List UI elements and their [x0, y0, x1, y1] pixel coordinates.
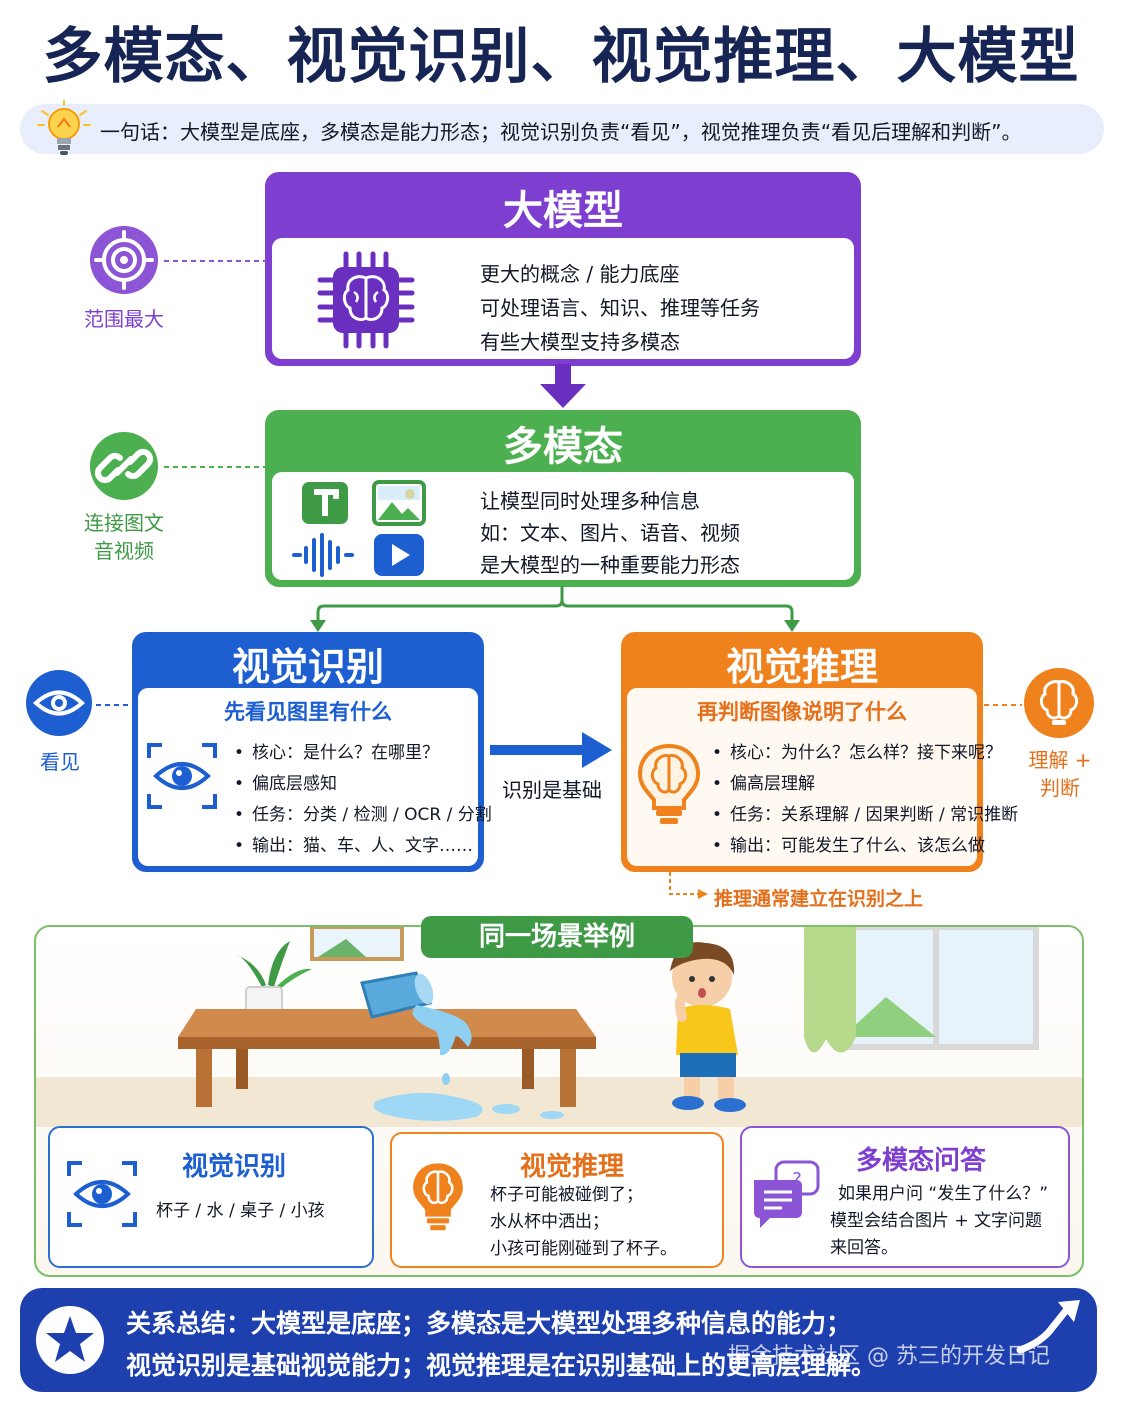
text-icon [302, 482, 348, 524]
video-play-icon [374, 534, 424, 576]
reasoning-bullet: 核心：为什么？怎么样？接下来呢？ [712, 738, 1002, 763]
recognition-subtitle: 先看见图里有什么 [224, 700, 392, 724]
reasoning-bullet: 偏高层理解 [712, 769, 815, 794]
down-arrow-icon [540, 364, 586, 408]
summary-panel [20, 1288, 1097, 1392]
dashed-connector [164, 466, 266, 468]
reasoning-note: 推理通常建立在识别之上 [714, 888, 924, 910]
recognition-bullet: 核心：是什么？在哪里？ [234, 738, 439, 763]
multimodal-title: 多模态 [503, 424, 623, 470]
dashed-connector [96, 704, 132, 706]
scene-illustration [36, 927, 1082, 1127]
multimodal-side-label-1: 连接图文 [84, 511, 164, 535]
dashed-note-arrow [669, 872, 708, 899]
llm-title: 大模型 [503, 188, 623, 234]
recognition-side-label: 看见 [40, 750, 80, 774]
llm-line: 可处理语言、知识、推理等任务 [480, 296, 760, 320]
image-icon [372, 480, 426, 526]
scene-card-title: 视觉推理 [520, 1152, 625, 1182]
arrow-label: 识别是基础 [502, 778, 602, 802]
link-icon [90, 432, 158, 500]
summary-banner [20, 104, 1104, 154]
multimodal-content [272, 472, 854, 580]
watermark: 掘金技术社区 @ 苏三的开发日记 [728, 1344, 1050, 1369]
brain-bulb-icon [637, 743, 701, 824]
eye-scan-icon [147, 743, 217, 809]
dashed-connector [164, 260, 266, 262]
brain-bulb-icon [413, 1163, 463, 1231]
recognition-bullet: 任务：分类 / 检测 / OCR / 分割 [234, 800, 492, 825]
eye-icon [26, 670, 92, 736]
lightbulb-icon [37, 100, 91, 155]
chat-bubble-icon: ? [754, 1160, 820, 1228]
scene-card-text: 杯子可能被碰倒了； [490, 1185, 643, 1205]
dashed-connector [984, 704, 1022, 706]
reasoning-bullet: 任务：关系理解 / 因果判断 / 常识推断 [712, 800, 1018, 825]
target-icon [90, 226, 158, 294]
recognition-bullet: 输出：猫、车、人、文字…… [234, 831, 473, 856]
scene-card-text: 杯子 / 水 / 桌子 / 小孩 [156, 1201, 325, 1221]
scene-card-title: 视觉识别 [182, 1152, 287, 1182]
reasoning-title: 视觉推理 [725, 645, 878, 689]
multimodal-line: 让模型同时处理多种信息 [480, 489, 700, 513]
brain-icon [1024, 668, 1094, 738]
scene-tag: 同一场景举例 [421, 916, 693, 958]
multimodal-line: 如：文本、图片、语音、视频 [480, 521, 740, 545]
brain-chip-icon [317, 251, 415, 349]
scene-card-text: 模型会结合图片 + 文字问题 [830, 1211, 1043, 1231]
scene-card-text: 水从杯中洒出； [490, 1212, 609, 1232]
star-icon [36, 1306, 104, 1374]
audio-wave-icon [292, 533, 354, 577]
summary-line-2: 视觉识别是基础视觉能力；视觉推理是在识别基础上的更高层理解。 [126, 1351, 877, 1380]
llm-line: 有些大模型支持多模态 [480, 330, 680, 354]
eye-scan-icon [67, 1161, 137, 1227]
multimodal-side-label-2: 音视频 [94, 539, 154, 563]
reasoning-side-label-1: 理解 + [1028, 748, 1092, 772]
svg-text:?: ? [792, 1169, 802, 1190]
reasoning-side-label-2: 判断 [1040, 776, 1080, 800]
recognition-title: 视觉识别 [231, 645, 384, 689]
recognition-bullet: 偏底层感知 [234, 769, 337, 794]
branch-arrows [310, 586, 800, 632]
scene-card-text: 来回答。 [830, 1238, 898, 1258]
scene-card-recognition [48, 1126, 374, 1268]
page-title: 多模态、视觉识别、视觉推理、大模型 [42, 22, 1080, 92]
scene-card-text: 小孩可能刚碰到了杯子。 [490, 1239, 677, 1259]
scene-card-title: 多模态问答 [856, 1146, 987, 1176]
llm-side-label: 范围最大 [84, 307, 164, 331]
scene-card-text: 如果用户问 “发生了什么？” [838, 1184, 1049, 1204]
right-arrow-icon [490, 732, 612, 768]
one-sentence-text: 一句话：大模型是底座，多模态是能力形态；视觉识别负责“看见”，视觉推理负责“看见… [100, 120, 1022, 144]
reasoning-bullet: 输出：可能发生了什么、该怎么做 [712, 831, 985, 856]
multimodal-line: 是大模型的一种重要能力形态 [480, 553, 740, 577]
summary-line-1: 关系总结：大模型是底座；多模态是大模型处理多种信息的能力； [126, 1309, 852, 1338]
growth-arrow-icon [1016, 1300, 1080, 1354]
reasoning-subtitle: 再判断图像说明了什么 [697, 700, 907, 724]
llm-line: 更大的概念 / 能力底座 [480, 262, 680, 286]
